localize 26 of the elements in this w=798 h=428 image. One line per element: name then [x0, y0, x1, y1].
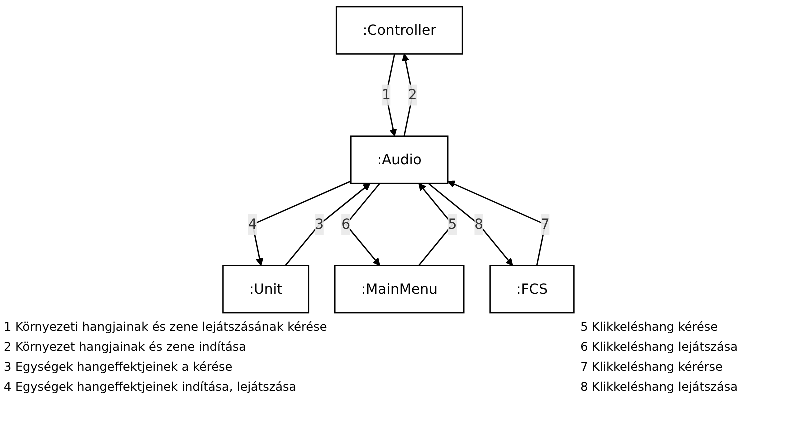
node-box: :MainMenu — [334, 265, 466, 314]
arrow — [252, 180, 352, 266]
node-box: :FCS — [490, 265, 576, 314]
legend-note: 3 Egységek hangeffektjeinek a kérése — [4, 360, 234, 374]
edge-label: 7 — [541, 216, 550, 233]
legend-note: 6 Klikkeléshang lejátszása — [580, 340, 738, 354]
legend-note: 7 Klikkeléshang kérérse — [580, 360, 724, 374]
arrow — [428, 183, 514, 266]
node-box: :Unit — [222, 265, 310, 314]
arrow — [448, 180, 546, 266]
node-box: :Controller — [336, 6, 464, 55]
legend-note: 4 Egységek hangeffektjeinek indítása, lejátszása — [4, 380, 298, 394]
edge-label: 1 — [382, 86, 392, 104]
node-box: :Audio — [350, 136, 450, 184]
edge-label: 8 — [474, 216, 484, 233]
edge-label: 6 — [342, 216, 351, 233]
legend-note: 2 Környezet hangjainak és zene indítása — [4, 340, 248, 354]
legend-note: 5 Klikkeléshang kérése — [580, 320, 719, 334]
edge-label: 5 — [448, 216, 458, 233]
edge-label: 2 — [408, 86, 418, 104]
edge-label: 4 — [248, 216, 258, 233]
legend-note: 1 Környezeti hangjainak és zene lejátszásának kérése — [4, 320, 328, 334]
edge-label: 3 — [315, 216, 324, 233]
arrow — [285, 183, 372, 266]
arrow — [402, 54, 414, 137]
legend-note: 8 Klikkeléshang lejátszása — [580, 380, 738, 394]
